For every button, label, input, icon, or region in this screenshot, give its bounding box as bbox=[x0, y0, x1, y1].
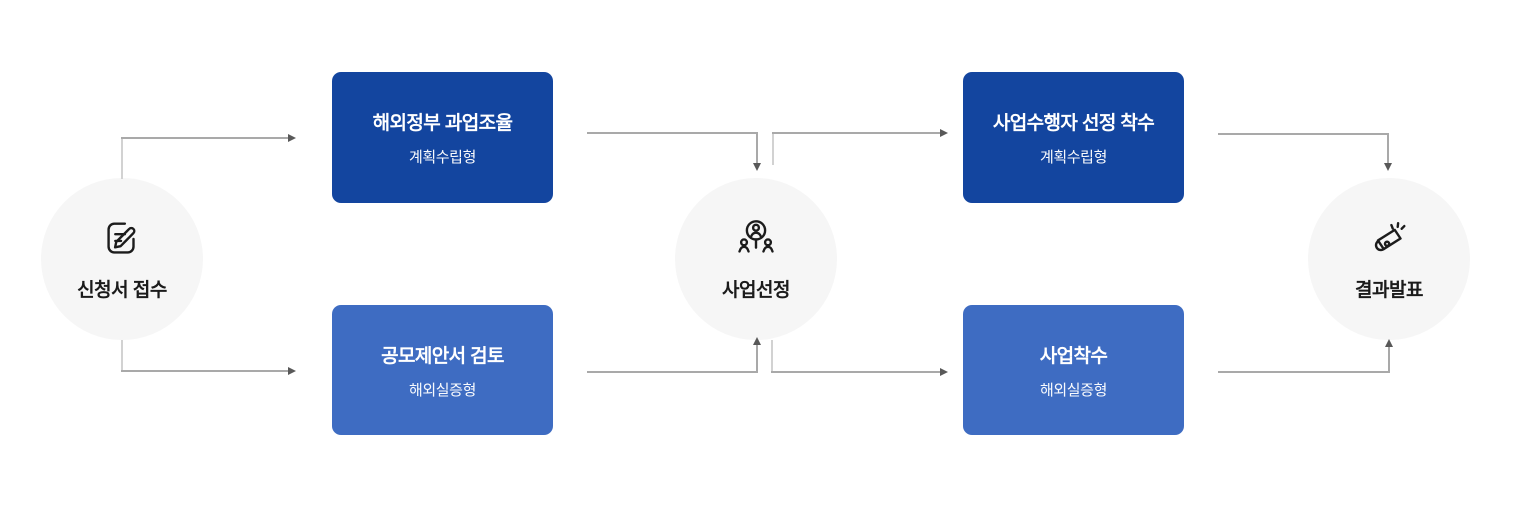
step-circle-selection: 사업선정 bbox=[675, 178, 837, 340]
arrowhead-right bbox=[940, 368, 948, 376]
step-circle-receipt: 신청서 접수 bbox=[41, 178, 203, 340]
connector-stub bbox=[121, 340, 123, 372]
box-subtitle: 해외실증형 bbox=[1039, 381, 1107, 399]
connector-line bbox=[1218, 133, 1389, 135]
connector-line bbox=[772, 132, 940, 134]
flow-box-overseas-gov-coordination: 해외정부 과업조율 계획수립형 bbox=[332, 72, 553, 203]
connector-line bbox=[1387, 133, 1389, 163]
arrowhead-right bbox=[940, 129, 948, 137]
arrowhead-down bbox=[1384, 163, 1392, 171]
connector-line bbox=[771, 371, 940, 373]
flow-box-performer-selection-start: 사업수행자 선정 착수 계획수립형 bbox=[963, 72, 1184, 203]
flow-box-project-start: 사업착수 해외실증형 bbox=[963, 305, 1184, 435]
connector-stub bbox=[121, 139, 123, 179]
box-title: 해외정부 과업조율 bbox=[372, 113, 513, 134]
document-edit-icon bbox=[99, 216, 145, 262]
step-label-result: 결과발표 bbox=[1355, 280, 1423, 301]
connector-stub bbox=[772, 132, 774, 165]
box-subtitle: 계획수립형 bbox=[1039, 149, 1107, 166]
connector-line bbox=[121, 137, 288, 139]
step-circle-result: 결과발표 bbox=[1308, 178, 1470, 340]
connector-line bbox=[756, 345, 758, 373]
box-title: 사업착수 bbox=[1039, 345, 1108, 367]
megaphone-icon bbox=[1366, 216, 1412, 262]
connector-line bbox=[121, 370, 288, 372]
connector-stub bbox=[771, 340, 773, 373]
connector-line bbox=[756, 132, 758, 163]
box-title: 공모제안서 검토 bbox=[381, 345, 504, 367]
arrowhead-down bbox=[753, 163, 761, 171]
connector-line bbox=[1218, 371, 1390, 373]
arrowhead-up bbox=[753, 337, 761, 345]
step-label-receipt: 신청서 접수 bbox=[77, 280, 167, 301]
box-subtitle: 해외실증형 bbox=[408, 381, 476, 399]
people-selection-icon bbox=[733, 216, 779, 262]
connector-line bbox=[587, 371, 758, 373]
connector-line bbox=[587, 132, 758, 134]
arrowhead-up bbox=[1385, 339, 1393, 347]
arrowhead-right bbox=[288, 134, 296, 142]
flow-box-proposal-review: 공모제안서 검토 해외실증형 bbox=[332, 305, 553, 435]
box-subtitle: 계획수립형 bbox=[408, 149, 476, 166]
step-label-selection: 사업선정 bbox=[722, 280, 790, 301]
box-title: 사업수행자 선정 착수 bbox=[992, 113, 1155, 134]
arrowhead-right bbox=[288, 367, 296, 375]
connector-line bbox=[1388, 347, 1390, 373]
